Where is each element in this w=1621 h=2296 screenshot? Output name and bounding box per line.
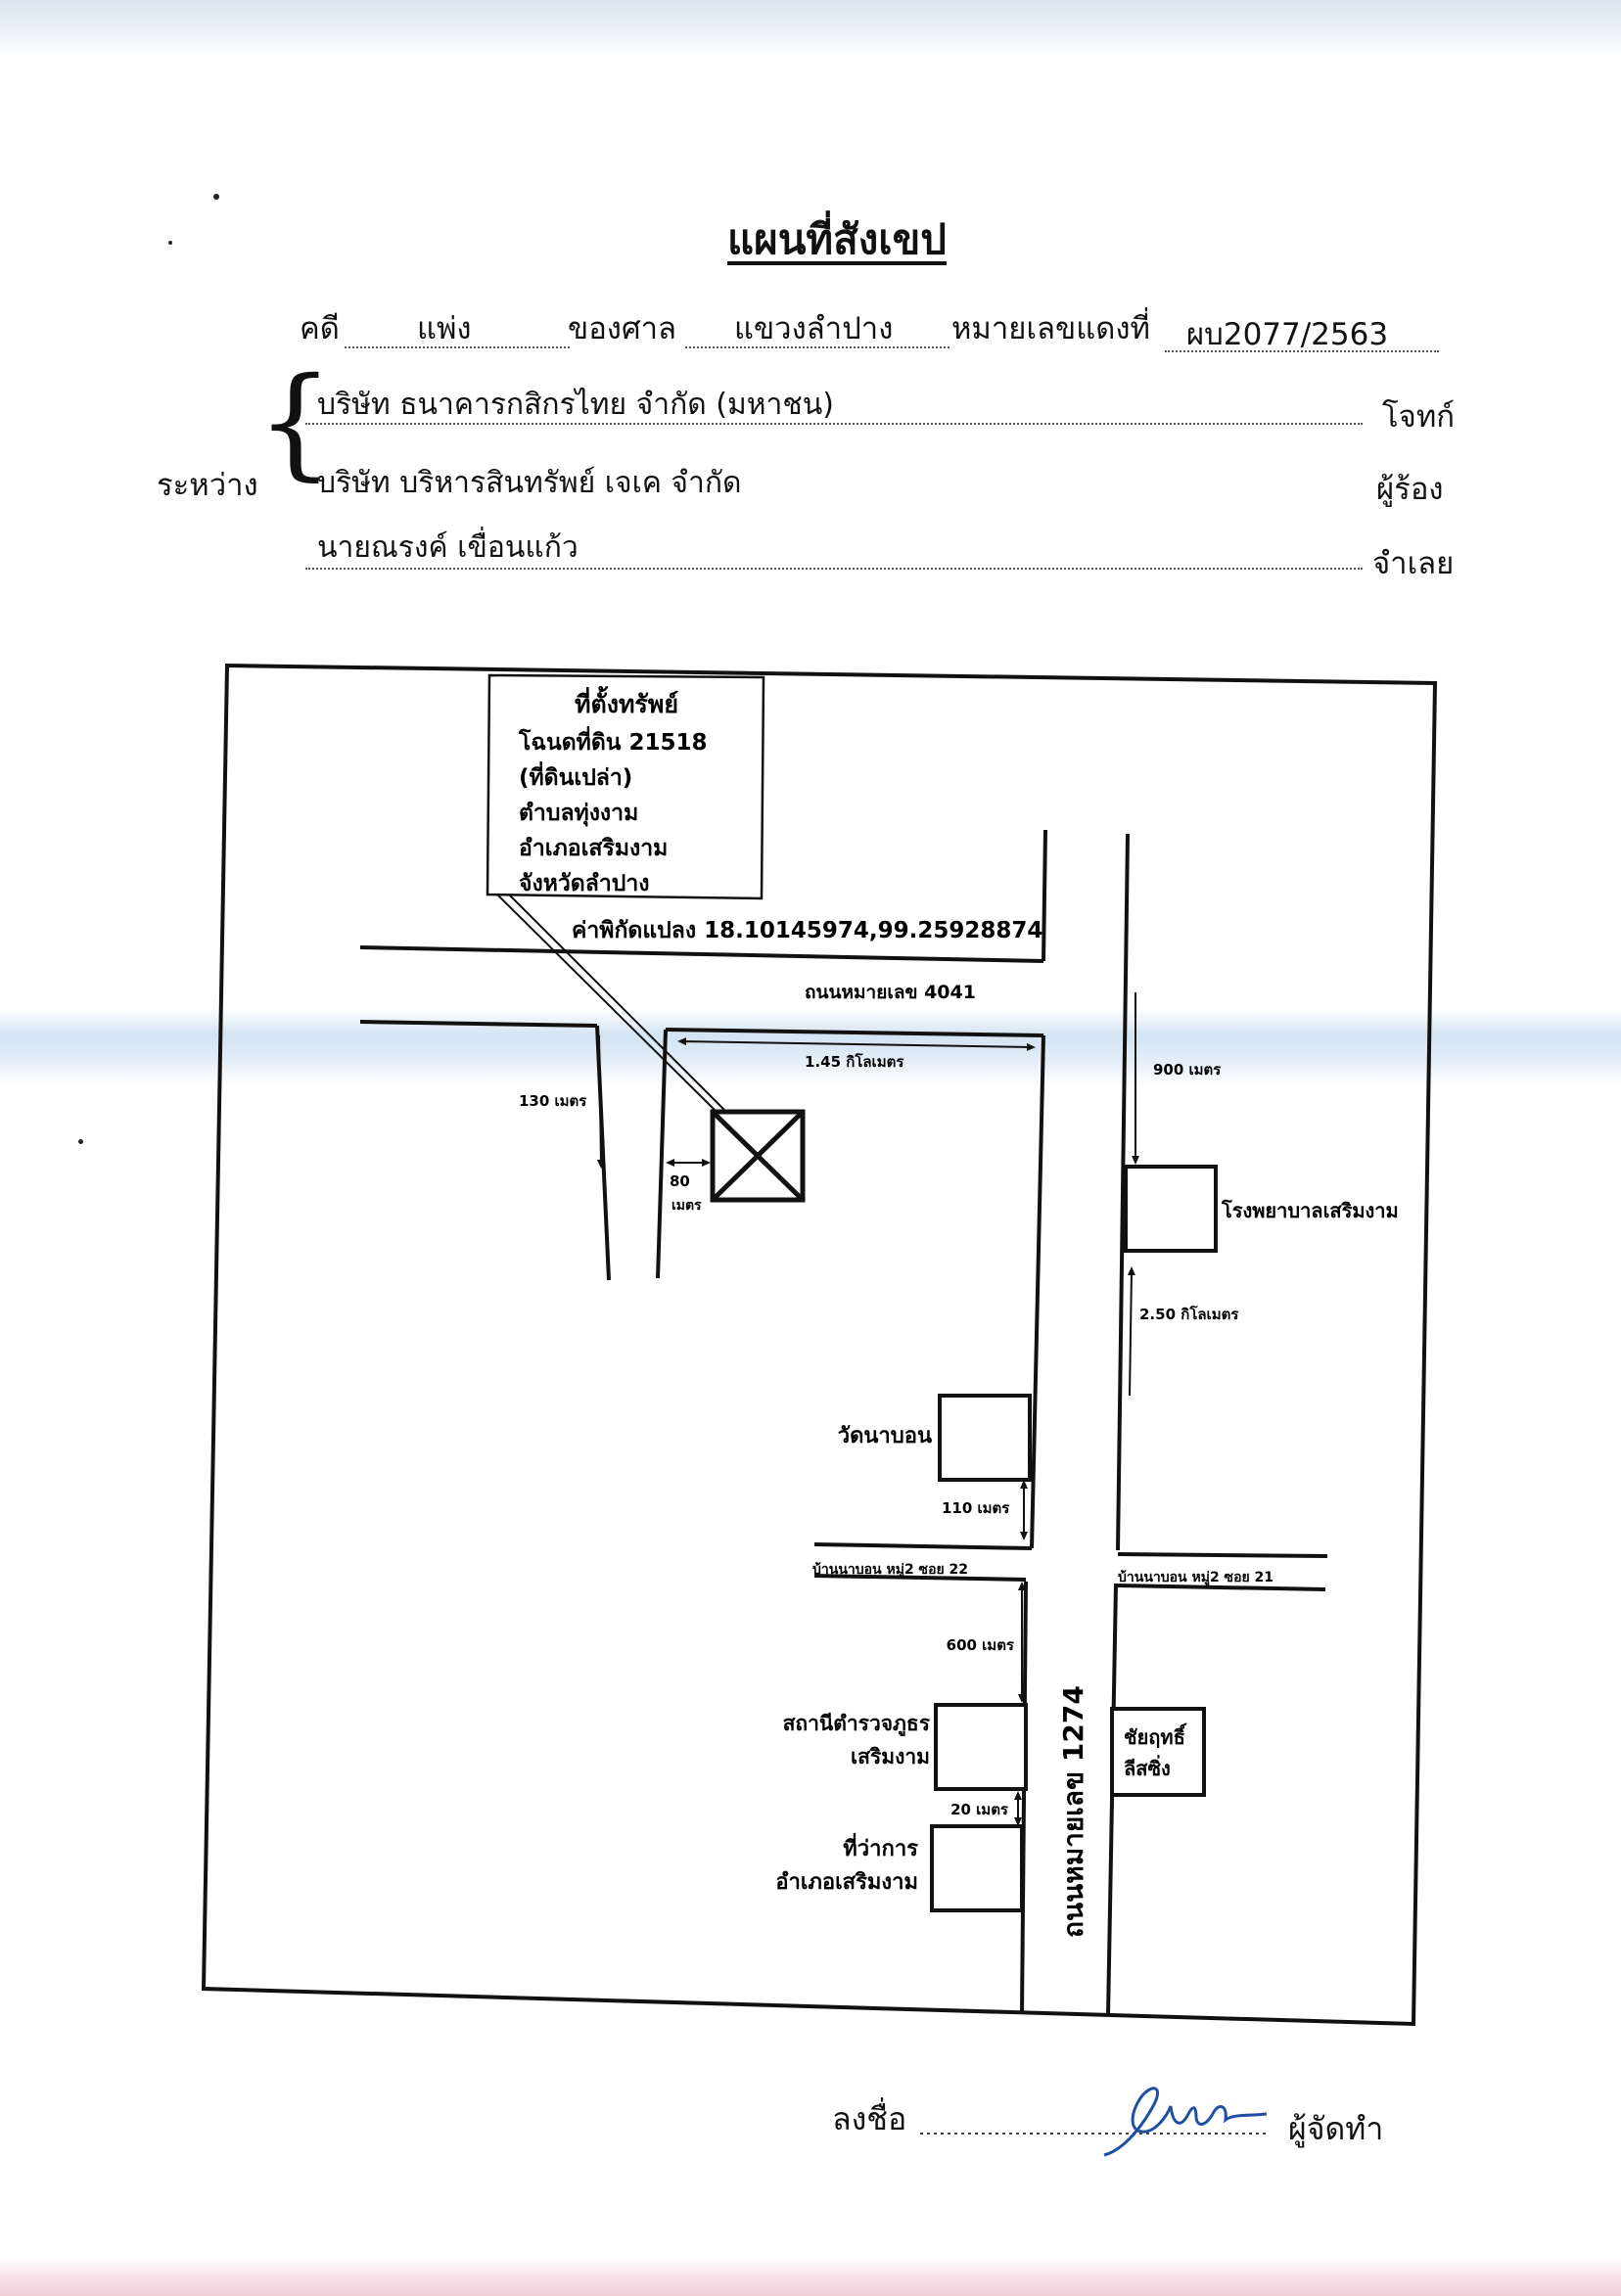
petitioner-name: บริษัท บริหารสินทรัพย์ เจเค จำกัด [317, 466, 742, 500]
dimension-arrow [677, 1037, 1036, 1051]
leader-line [508, 894, 725, 1111]
soi-line [813, 1542, 1033, 1550]
road-line [359, 1020, 598, 1028]
hospital-box [1124, 1165, 1218, 1253]
sign-label: ลงชื่อ [832, 2100, 907, 2137]
property-line: (ที่ดินเปล่า) [519, 760, 632, 791]
shop-label-line1: ชัยฤทธิ์ [1124, 1722, 1187, 1749]
road-line [1030, 1034, 1045, 1549]
road-line [1116, 833, 1130, 1551]
court-label: ของศาล [568, 311, 677, 346]
property-line: ตำบลทุ่งงาม [519, 801, 638, 827]
dotted-line [305, 568, 1363, 570]
hospital-label: โรงพยาบาลเสริมงาม [1221, 1199, 1399, 1222]
temple-box [938, 1394, 1032, 1482]
property-callout-box [486, 673, 765, 900]
district-office-box [930, 1824, 1024, 1912]
scan-band-bottom [0, 2257, 1621, 2296]
dist-130m-label: 130 เมตร [519, 1092, 587, 1110]
district-label-line1: ที่ว่าการ [843, 1832, 918, 1861]
property-line: โฉนดที่ดิน 21518 [518, 725, 708, 756]
police-label-line2: เสริมงาม [851, 1745, 930, 1768]
dist-900m-label: 900 เมตร [1153, 1061, 1222, 1079]
dist-1-45km-label: 1.45 กิโลเมตร [805, 1052, 904, 1071]
property-title: ที่ตั้งทรัพย์ [575, 685, 678, 718]
scan-speck [168, 241, 172, 245]
dotted-line [345, 346, 570, 348]
road-4041-label: ถนนหมายเลข 4041 [805, 982, 976, 1003]
scan-speck [78, 1139, 83, 1144]
court-name: แขวงลำปาง [734, 311, 894, 346]
petitioner-role: ผู้ร้อง [1376, 472, 1444, 507]
shop-label-line2: ลีสซิ่ง [1124, 1754, 1171, 1780]
scan-speck [213, 194, 219, 200]
dist-20m-label: 20 เมตร [950, 1801, 1009, 1818]
preparer-label: ผู้จัดทำ [1288, 2110, 1384, 2147]
red-number: ผบ2077/2563 [1186, 317, 1389, 352]
soi-line [813, 1574, 1027, 1582]
map-frame [201, 663, 1438, 2027]
dimension-arrow [1127, 1266, 1135, 1397]
dist-80m-number: 80 [670, 1172, 690, 1190]
defendant-role: จำเลย [1372, 546, 1455, 581]
page-title: แผนที่สังเขป [727, 215, 947, 263]
coordinates-label: ค่าพิกัดแปลง 18.10145974,99.25928874 [572, 918, 1042, 943]
red-number-label: หมายเลขแดงที่ [951, 311, 1150, 346]
police-label-line1: สถานีตำรวจภูธร [783, 1712, 931, 1737]
case-label: คดี [300, 311, 340, 346]
road-line [656, 1029, 668, 1279]
soi-21-label: บ้านนาบอน หมู่2 ซอย 21 [1118, 1570, 1274, 1585]
defendant-name: นายณรงค์ เขื่อนแก้ว [317, 530, 579, 565]
dist-600m-label: 600 เมตร [947, 1636, 1015, 1654]
dist-2-50km-label: 2.50 กิโลเมตร [1139, 1305, 1239, 1323]
leader-line [496, 894, 716, 1111]
road-line [1106, 1583, 1118, 2017]
between-label: ระหว่าง [157, 468, 258, 503]
road-line [359, 945, 1044, 963]
plaintiff-role: โจทก์ [1382, 399, 1456, 435]
soi-line [1117, 1552, 1328, 1558]
property-line: อำเภอเสริมงาม [519, 836, 668, 861]
police-station-box [934, 1703, 1028, 1791]
dotted-line [305, 423, 1363, 425]
scan-band-top [0, 0, 1621, 59]
dotted-line [685, 346, 949, 348]
dist-110m-label: 110 เมตร [942, 1499, 1010, 1517]
soi-line [1115, 1584, 1326, 1591]
dimension-arrow [596, 1034, 605, 1169]
district-label-line2: อำเภอเสริมงาม [775, 1870, 918, 1895]
road-line [1042, 829, 1047, 962]
property-parcel-symbol [710, 1109, 806, 1203]
case-type: แพ่ง [417, 311, 472, 346]
handwritten-signature [1103, 2087, 1268, 2157]
dist-80m-unit: เมตร [672, 1198, 702, 1214]
temple-label: วัดนาบอน [838, 1424, 932, 1448]
soi-22-label: บ้านนาบอน หมู่2 ซอย 22 [812, 1562, 968, 1578]
dotted-line [1165, 350, 1439, 352]
plaintiff-name: บริษัท ธนาคารกสิกรไทย จำกัด (มหาชน) [317, 388, 834, 422]
road-1274-label: ถนนหมายเลข 1274 [1057, 1685, 1089, 1938]
leasing-shop-box [1110, 1707, 1206, 1797]
property-line: จังหวัดลำปาง [519, 871, 649, 896]
road-line [665, 1028, 1044, 1037]
